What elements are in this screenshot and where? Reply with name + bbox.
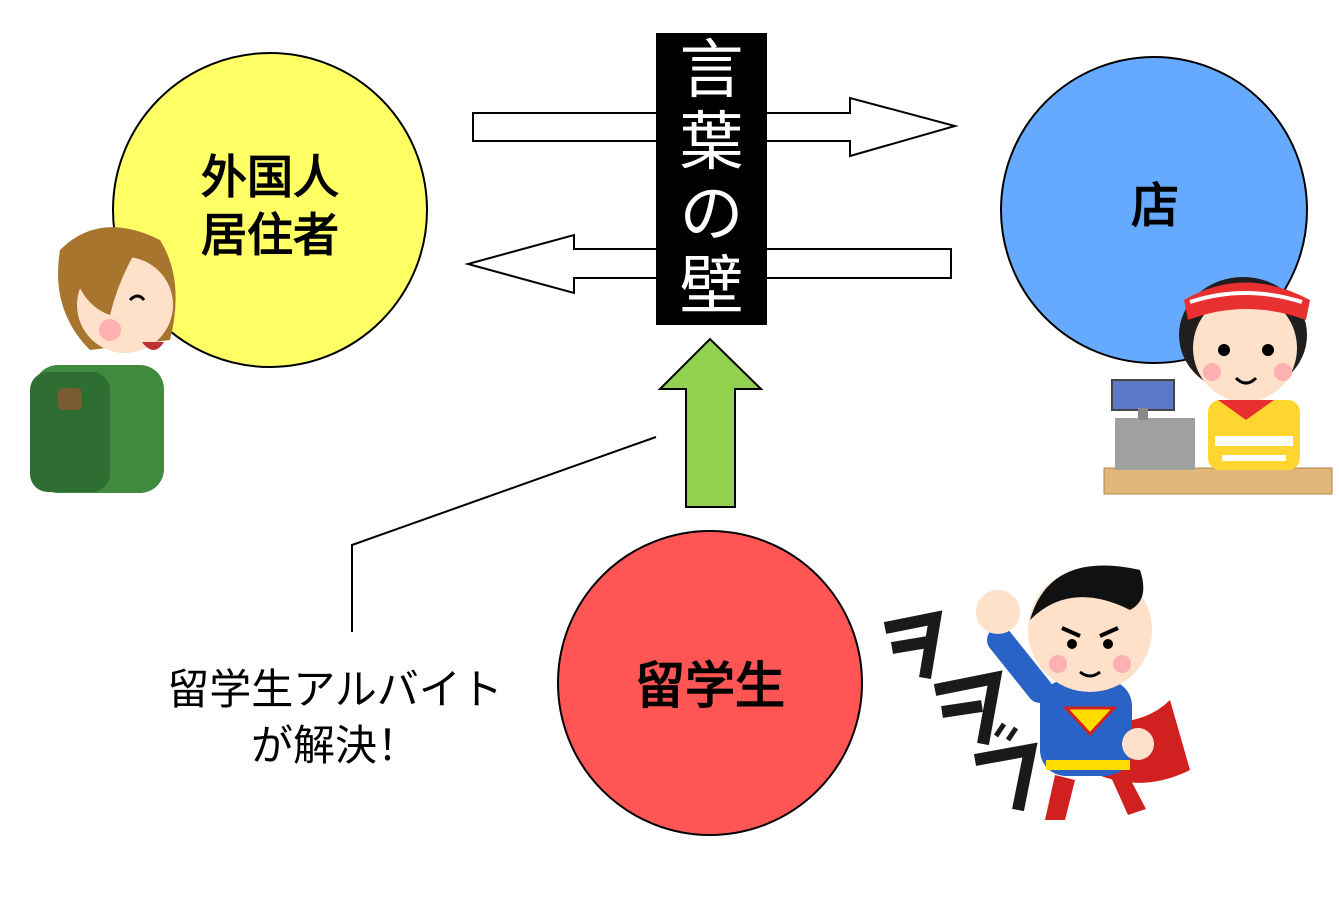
callout-line: [351, 436, 657, 632]
foreign-residents-label: 外国人 居住者: [201, 150, 339, 262]
clerk-illustration: [1103, 277, 1333, 495]
arrow-up-breakthrough: [657, 337, 764, 508]
language-barrier-box: 言 葉 の 壁: [656, 33, 767, 325]
callout-text: 留学生アルバイト が解決！: [167, 665, 503, 770]
foreign-residents-circle: [112, 52, 428, 368]
student-label: 留学生: [635, 657, 785, 715]
superhero-illustration: [883, 565, 1190, 820]
student-circle: [557, 530, 863, 836]
traveler-illustration: [30, 227, 176, 493]
shop-label: 店: [1130, 178, 1179, 234]
